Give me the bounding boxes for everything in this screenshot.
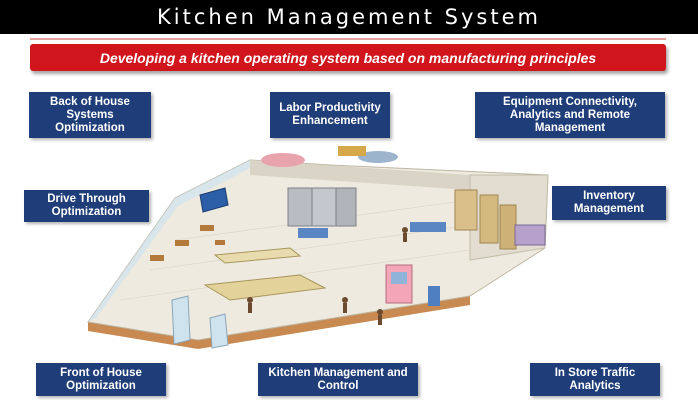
car-blue (358, 151, 398, 163)
drive-through-window (199, 187, 229, 213)
dining-tables (150, 225, 225, 261)
left-glass-wall (88, 160, 250, 322)
delivery-truck (514, 224, 546, 246)
people (247, 227, 408, 325)
label-equipment-connectivity: Equipment Connectivity, Analytics and Re… (475, 92, 665, 138)
shelf-2 (479, 194, 499, 244)
shelf-1 (454, 189, 478, 231)
label-front-of-house: Front of House Optimization (36, 363, 166, 396)
label-drive-through: Drive Through Optimization (24, 190, 149, 222)
fridge-2 (311, 187, 337, 227)
label-back-of-house: Back of House Systems Optimization (29, 92, 151, 138)
fridge-1 (287, 187, 313, 227)
page-title: Kitchen Management System (0, 0, 698, 34)
car-pink (261, 153, 305, 167)
back-wall (250, 160, 470, 190)
equipment-blue-1 (298, 228, 328, 238)
front-door-1 (171, 295, 191, 345)
front-door-2 (209, 313, 229, 349)
drive-through-canopy (338, 146, 366, 156)
label-inventory: Inventory Management (552, 186, 666, 220)
prep-counter (213, 247, 302, 264)
banner-divider (30, 38, 666, 40)
equipment-blue-2 (410, 222, 446, 232)
front-counter (203, 274, 327, 301)
label-labor-productivity: Labor Productivity Enhancement (270, 92, 390, 138)
fridge-3 (335, 187, 357, 227)
shelf-3 (499, 204, 517, 250)
trash-bin (428, 286, 440, 306)
label-kitchen-management: Kitchen Management and Control (258, 363, 418, 396)
subtitle-banner: Developing a kitchen operating system ba… (30, 44, 666, 71)
label-traffic-analytics: In Store Traffic Analytics (530, 363, 660, 396)
kiosk-screen (391, 272, 407, 284)
